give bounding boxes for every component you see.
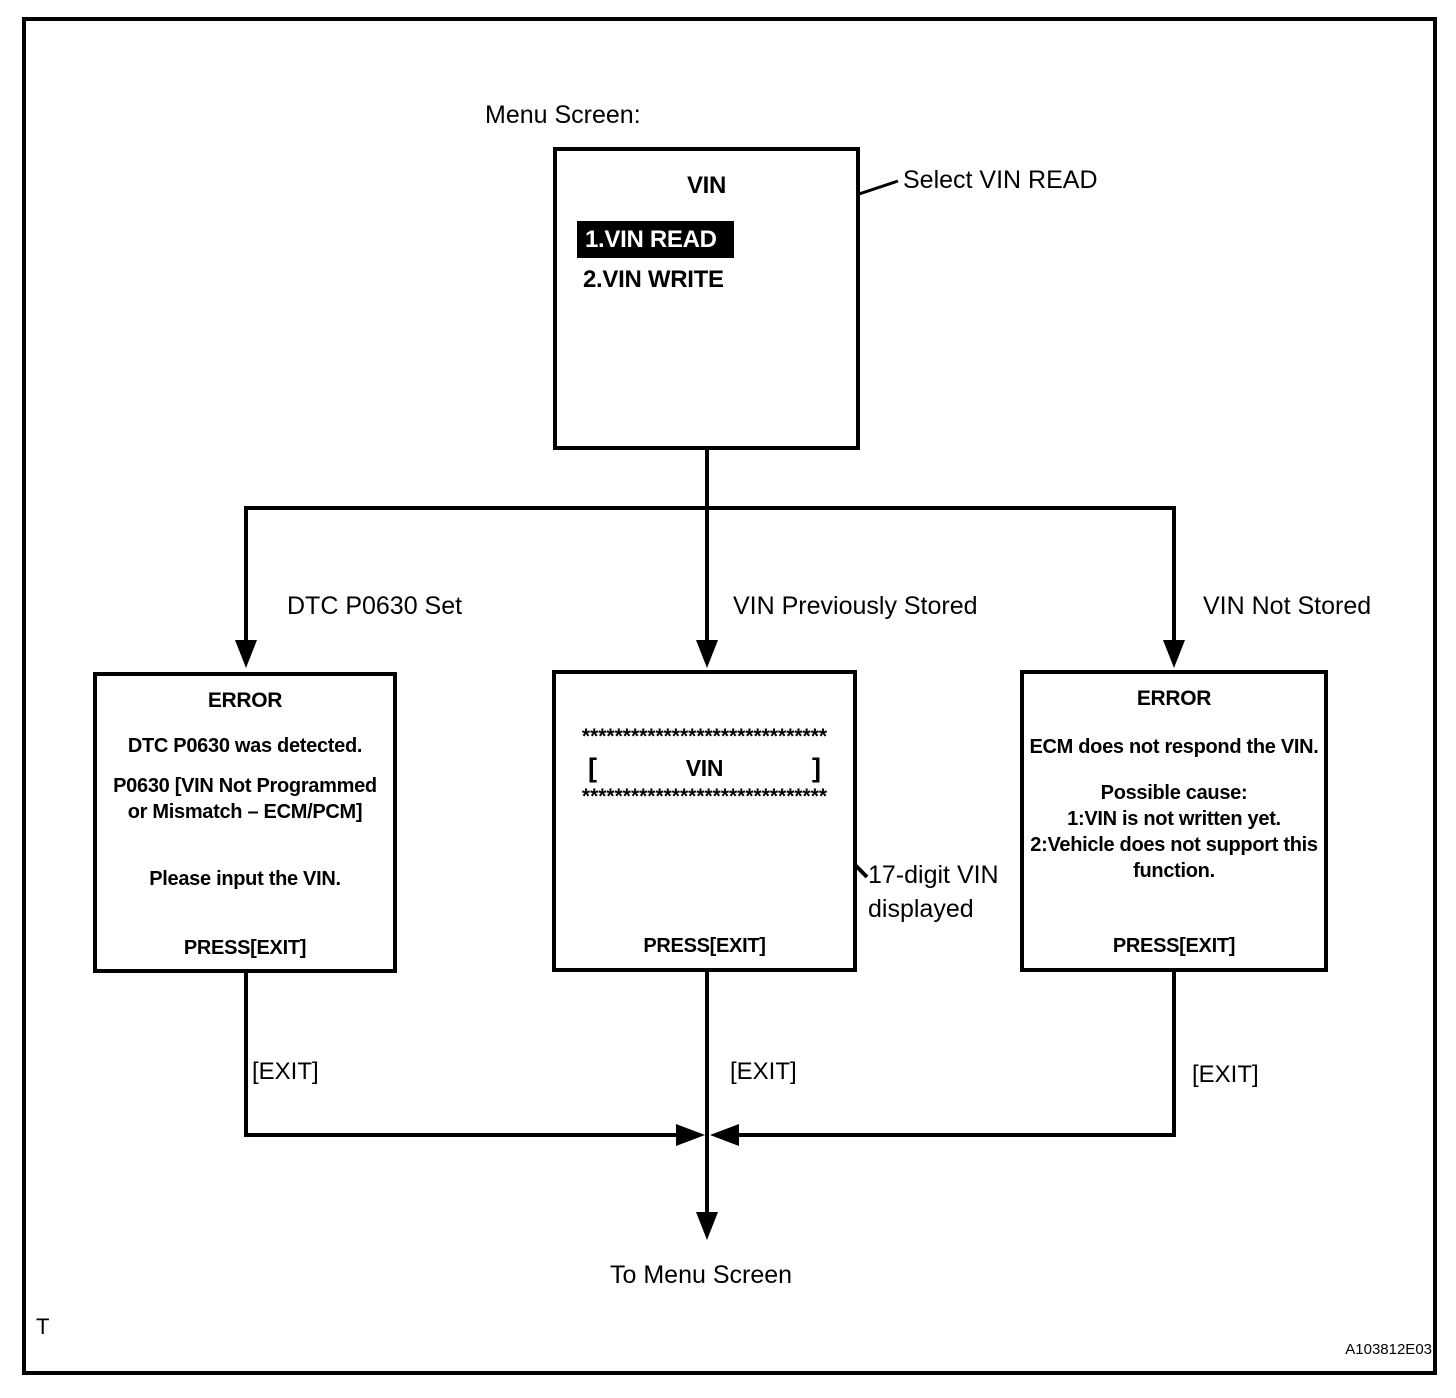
arrowhead-converge-right <box>676 1124 705 1146</box>
page-border <box>22 17 1437 1375</box>
error-line-p0630-b: or Mismatch – ECM/PCM] <box>127 801 363 823</box>
vin-annotation-line2: displayed <box>868 895 974 923</box>
arrowhead-converge-left <box>710 1124 739 1146</box>
error-line-possible-cause: Possible cause: <box>1100 782 1248 804</box>
branch-label-dtc-set: DTC P0630 Set <box>287 592 463 620</box>
error-screen-dtc: ERROR DTC P0630 was detected. P0630 [VIN… <box>93 672 397 973</box>
error-line-cause2b: function. <box>1133 860 1215 882</box>
press-exit-right: PRESS[EXIT] <box>1112 935 1236 957</box>
error-line-input-vin: Please input the VIN. <box>149 868 341 890</box>
vin-value-label: VIN <box>685 754 724 781</box>
figure-code: A103812E03 <box>1345 1341 1432 1358</box>
arrowhead-to-menu <box>696 1212 718 1240</box>
bracket-close: ] <box>811 753 821 783</box>
vin-display-screen: ****************************** [ VIN ] *… <box>552 670 857 972</box>
stars-row-bottom: ****************************** <box>581 785 828 808</box>
vin-annotation-line1: 17-digit VIN <box>868 861 999 889</box>
arrowhead-mid-box <box>696 640 718 668</box>
press-exit-mid: PRESS[EXIT] <box>643 935 766 957</box>
error-line-detected: DTC P0630 was detected. <box>127 735 363 757</box>
error-line-p0630-a: P0630 [VIN Not Programmed <box>113 775 377 797</box>
bracket-open: [ <box>588 753 597 783</box>
select-vin-read-annotation: Select VIN READ <box>903 166 1098 194</box>
arrowhead-left-box <box>235 640 257 668</box>
error-line-cause1: 1:VIN is not written yet. <box>1067 808 1281 830</box>
menu-item-vin-write: 2.VIN WRITE <box>583 266 724 293</box>
stars-row-top: ****************************** <box>581 725 828 748</box>
arrowhead-right-box <box>1163 640 1185 668</box>
branch-label-vin-previously-stored: VIN Previously Stored <box>733 592 978 620</box>
vin-annotation: 17-digit VIN displayed <box>868 858 999 926</box>
branch-label-vin-not-stored: VIN Not Stored <box>1203 592 1372 620</box>
exit-label-left: [EXIT] <box>252 1058 319 1085</box>
error-title: ERROR <box>207 689 283 712</box>
menu-screen-box: VIN 1.VIN READ 2.VIN WRITE <box>553 147 860 450</box>
to-menu-screen-label: To Menu Screen <box>610 1261 793 1289</box>
error-line-cause2a: 2:Vehicle does not support this <box>1030 834 1318 856</box>
menu-item-vin-read: 1.VIN READ <box>577 221 734 258</box>
error-screen-no-response: ERROR ECM does not respond the VIN. Poss… <box>1020 670 1328 972</box>
error-title-right: ERROR <box>1136 687 1212 710</box>
press-exit-left: PRESS[EXIT] <box>183 937 307 959</box>
error-line-no-respond: ECM does not respond the VIN. <box>1029 736 1319 758</box>
exit-label-mid: [EXIT] <box>730 1058 797 1085</box>
menu-screen-title: VIN <box>686 172 727 199</box>
menu-screen-label: Menu Screen: <box>485 101 641 129</box>
exit-label-right: [EXIT] <box>1192 1061 1259 1088</box>
corner-mark: T <box>36 1314 50 1339</box>
